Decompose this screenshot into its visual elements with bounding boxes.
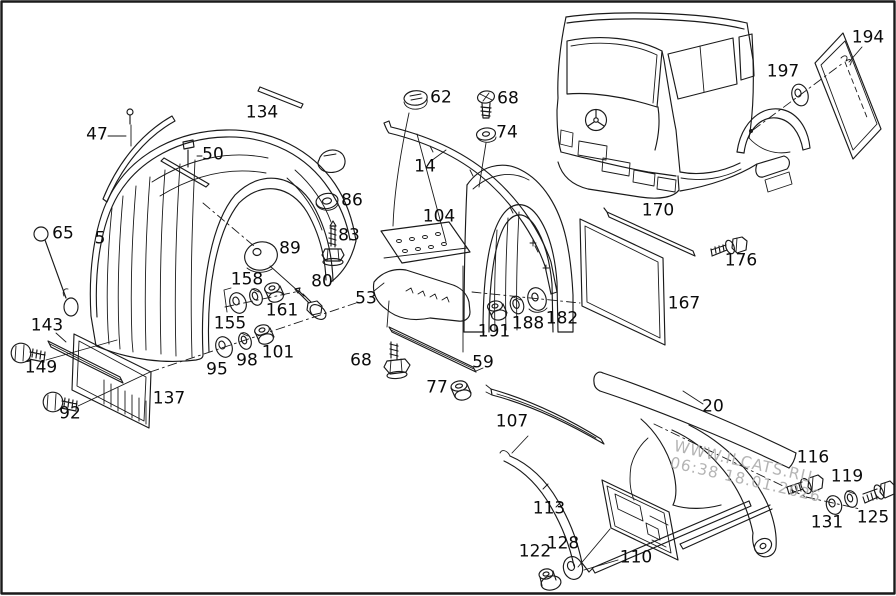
part-label-128: 128 [546, 533, 580, 554]
part-label-5: 5 [94, 228, 106, 249]
part-label-167: 167 [667, 293, 701, 314]
part-label-47: 47 [86, 124, 108, 145]
part-label-65: 65 [52, 223, 74, 244]
part-label-170: 170 [641, 200, 675, 221]
part-label-92: 92 [59, 403, 81, 424]
part-label-191: 191 [477, 321, 511, 342]
center-fender-drawing [372, 90, 581, 401]
mud-flap-right-drawing [752, 32, 882, 160]
part-label-188: 188 [511, 313, 545, 334]
part-label-131: 131 [810, 512, 844, 533]
part-label-176: 176 [724, 250, 758, 271]
part-label-104: 104 [422, 206, 456, 227]
part-label-50: 50 [202, 144, 224, 165]
part-label-86: 86 [341, 190, 363, 211]
part-label-53: 53 [355, 288, 377, 309]
part-label-197: 197 [766, 61, 800, 82]
part-label-125: 125 [856, 507, 890, 528]
part-label-89: 89 [279, 238, 301, 259]
part-label-95: 95 [206, 359, 228, 380]
part-label-83: 83 [338, 225, 360, 246]
part-label-155: 155 [213, 313, 247, 334]
part-label-68-mid: 68 [350, 350, 372, 371]
part-label-80: 80 [311, 271, 333, 292]
part-label-98: 98 [236, 350, 258, 371]
part-label-14: 14 [414, 156, 436, 177]
part-label-77: 77 [426, 377, 448, 398]
front-fender-drawing [33, 86, 357, 363]
part-label-20: 20 [702, 396, 724, 417]
part-label-134: 134 [245, 102, 279, 123]
part-label-161: 161 [265, 300, 299, 321]
part-label-113: 113 [532, 498, 566, 519]
part-label-143: 143 [30, 315, 64, 336]
mud-flap-drawing [10, 302, 357, 429]
part-label-194: 194 [851, 27, 885, 48]
part-label-137: 137 [152, 388, 186, 409]
left-fasteners-drawing [215, 192, 345, 358]
part-label-149: 149 [24, 357, 58, 378]
seal-panel-drawing [579, 207, 748, 346]
part-label-107: 107 [495, 411, 529, 432]
rear-fender-drawing [485, 371, 896, 591]
part-label-116: 116 [796, 447, 830, 468]
truck-cab-drawing [556, 12, 811, 199]
part-label-182: 182 [545, 308, 579, 329]
part-label-74: 74 [496, 122, 518, 143]
part-label-122: 122 [518, 541, 552, 562]
part-label-62: 62 [430, 87, 452, 108]
part-label-101: 101 [261, 342, 295, 363]
part-label-59: 59 [472, 352, 494, 373]
part-label-110: 110 [619, 547, 653, 568]
part-label-158: 158 [230, 269, 264, 290]
part-label-68-top: 68 [497, 88, 519, 109]
part-label-119: 119 [830, 466, 864, 487]
